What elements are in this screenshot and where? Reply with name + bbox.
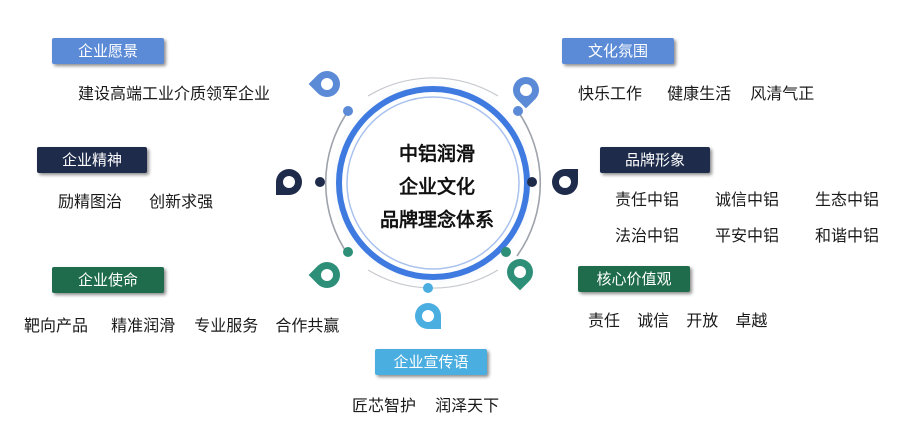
center-inner-ring [346,96,520,270]
list-item: 开放 [686,311,719,330]
list-item: 责任 [588,311,621,330]
list-item: 靶向产品 [24,316,89,335]
pin-icon-mission [308,262,340,288]
list-item: 快乐工作 [578,84,643,103]
dot-mission [343,247,353,257]
list-item: 风清气正 [750,84,815,103]
dot-spirit [315,177,325,187]
outer-arc-right [516,109,542,257]
center-ring [336,86,530,280]
brand-items: 责任中铝 诚信中铝 生态中铝 法治中铝 平安中铝 和谐中铝 [615,186,895,246]
values-items: 责任 诚信 开放 卓越 [588,307,767,331]
pin-icon-brand [552,169,578,195]
list-item: 健康生活 [667,84,732,103]
list-item: 诚信中铝 [715,190,780,209]
center-title: 中铝润滑 企业文化 品牌理念体系 [372,138,502,237]
list-item: 法治中铝 [615,226,680,245]
dot-culture [513,106,523,116]
list-item: 和谐中铝 [815,226,880,245]
mission-items: 靶向产品 精准润滑 专业服务 合作共赢 [24,312,339,336]
list-item: 专业服务 [194,316,259,335]
dot-brand [527,177,537,187]
list-item: 创新求强 [149,192,214,211]
values-label: 核心价值观 [578,266,690,292]
list-item: 生态中铝 [815,190,880,209]
culture-label: 文化氛围 [562,38,674,64]
pin-icon-culture [513,77,539,109]
list-item: 精准润滑 [111,316,176,335]
list-item: 匠芯智护 [352,396,417,415]
list-item: 润泽天下 [435,396,500,415]
dot-vision [343,106,353,116]
pin-icon-values [507,259,533,291]
outer-arc-top [367,77,499,97]
center-line: 企业文化 [398,176,475,198]
list-item: 励精图治 [58,192,123,211]
spirit-label: 企业精神 [37,147,147,173]
pin-icon-slogan [415,303,441,329]
center-line: 品牌理念体系 [379,209,494,231]
slogan-items: 匠芯智护 润泽天下 [352,392,499,416]
pin-icon-spirit [276,169,302,195]
list-item: 建设高端工业介质领军企业 [78,84,271,103]
list-item: 诚信 [637,311,670,330]
dot-slogan [423,283,433,293]
vision-items: 建设高端工业介质领军企业 [78,80,270,104]
culture-items: 快乐工作 健康生活 风清气正 [578,80,814,104]
spirit-items: 励精图治 创新求强 [58,188,213,212]
vision-label: 企业愿景 [52,38,164,64]
pin-icon-vision [308,71,340,97]
outer-arc-left [324,109,350,257]
list-item: 合作共赢 [275,316,340,335]
center-line: 中铝润滑 [398,143,475,165]
mission-label: 企业使命 [52,267,164,293]
list-item: 责任中铝 [615,190,680,209]
slogan-label: 企业宣传语 [375,349,487,375]
list-item: 卓越 [735,311,768,330]
dot-values [501,247,511,257]
list-item: 平安中铝 [715,226,780,245]
outer-arc-bottom [367,269,499,289]
brand-label: 品牌形象 [600,147,710,173]
